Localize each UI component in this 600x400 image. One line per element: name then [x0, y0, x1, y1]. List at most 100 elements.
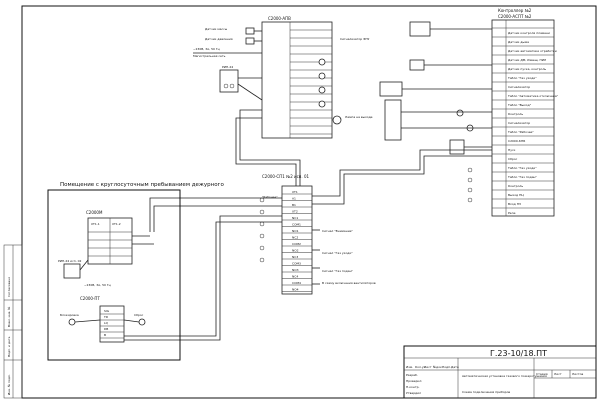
right-row-label: Табло "Газ уходи" [507, 166, 537, 170]
right-row-label: Сигнализатор [508, 85, 530, 89]
sheet-label: Лист [554, 372, 562, 376]
right-row-label: Табло "Выход" [507, 103, 532, 107]
interconnect-cables [111, 109, 492, 341]
project-name: Автоматическая установка газового пожаро… [462, 374, 547, 378]
central-pin: COM2 [292, 242, 301, 246]
xt-label-2: XT1.2 [112, 222, 121, 226]
tb-role: Разраб. [406, 373, 418, 377]
central-pin: COM3 [292, 262, 301, 266]
tb-role: Проверил [406, 379, 421, 383]
central-pin: NC1 [292, 216, 298, 220]
right-row-label: Табло "Газ уходи" [507, 76, 537, 80]
margin-label-1: Инв. № подл. [7, 374, 11, 395]
relay-icon [259, 221, 265, 227]
central-output-label: Сигнал "Внимание" [322, 229, 353, 233]
margin-label-3: Взам. инв. № [7, 307, 11, 327]
main-label-1: Датчик массы [205, 27, 228, 31]
blocking-label: Блокировка [60, 313, 79, 317]
tb-col: Подп. [442, 365, 451, 369]
main-panel-title: С2000-АПВ [268, 16, 291, 21]
pt-pin: DB [104, 327, 108, 331]
central-pin: NC4 [292, 275, 298, 279]
sheet-name: Схема подключения приборов [462, 390, 510, 394]
relay-icon [259, 245, 265, 251]
rip-label: РИП-24 [222, 65, 233, 69]
right-row-label: Датчик автоматики отработки [508, 49, 557, 53]
relay-icon [259, 233, 265, 239]
s2000m-title: С2000М [86, 210, 103, 215]
relay-icon [259, 257, 265, 263]
tb-col: №док. [433, 365, 443, 369]
central-pin: NO3 [292, 268, 299, 272]
pt-pin: LQ [104, 321, 109, 325]
right-row-label: Контроль [508, 112, 523, 116]
right-panel-title: Контроллер №2 [498, 8, 532, 13]
main-right-1: Сигнализатор ЭПУ [340, 37, 370, 41]
central-module: С2000-СП1 №2 исп. 01 XT1A1B1XT2NC1COM1NO… [259, 174, 376, 295]
relay-icon [259, 209, 265, 215]
doc-code: Г.23-10/18.ПТ [490, 349, 547, 358]
pt-pin: TD [103, 315, 109, 319]
pt-title: С2000-ПТ [80, 296, 100, 301]
tb-col: Изм. [406, 365, 413, 369]
left-margin-stamp: Инв. № подл. Подп. и дата Взам. инв. № С… [3, 244, 23, 399]
central-pin: NO2 [292, 249, 299, 253]
right-row-label: Табло "Газ подан" [507, 175, 537, 179]
central-pin: NO4 [292, 288, 299, 292]
margin-label-2: Подп. и дата [7, 336, 11, 357]
pt-pin: SIG [104, 309, 110, 313]
tb-role: Н.контр. [406, 385, 419, 389]
right-row-label: Вход НЗ [508, 202, 521, 206]
tb-col: Кол.уч [415, 365, 426, 369]
main-panel: С2000-АПВ Датчик массы Датчик давления С… [205, 16, 373, 139]
central-pin: COM1 [292, 223, 301, 227]
central-pin: XT2 [292, 210, 298, 214]
right-row-label: Выход НЦ [508, 193, 524, 197]
right-row-label: Сигнализатор [508, 121, 530, 125]
margin-label-4: Согласовано [7, 277, 11, 297]
room-label: Помещение с круглосуточным пребыванием д… [60, 182, 224, 188]
right-row-label: Реле [508, 211, 516, 215]
xt-label-1: XT1.1 [91, 222, 100, 226]
power-input: ~230В, 3А, 50 Гц Магистральная сеть РИП-… [193, 47, 263, 101]
right-row-label: Контроль [508, 184, 523, 188]
central-pin: XT1 [292, 190, 298, 194]
central-output-label: Сигнал "Газ подан" [322, 269, 354, 273]
main-right-2: Лампа на выходе [345, 115, 373, 119]
reset-label: Сброс [134, 313, 144, 317]
right-row-label: Датчик контроля пламени [508, 31, 550, 35]
power-sub: Магистральная сеть [193, 54, 226, 58]
central-pin: NC3 [292, 255, 298, 259]
right-row-label: Табло "Рабочее" [507, 130, 534, 134]
room-rip-label: РИП-24 исп. 02 [58, 259, 82, 263]
right-row-label: Датчик ДМ, Извещ. ПИЛ [508, 58, 546, 62]
central-title: С2000-СП1 №2 исп. 01 [262, 174, 310, 179]
room-power-note: ~230В, 3А, 50 Гц [84, 283, 111, 287]
right-row-label: Датчик дыма [508, 40, 529, 44]
right-row-label: Сброс [508, 157, 518, 161]
tb-col: Лист [424, 365, 432, 369]
tb-col: Дата [451, 365, 459, 369]
stage-label: Стадия [536, 372, 548, 376]
sheets-label: Листов [572, 372, 583, 376]
duty-room: Помещение с круглосуточным пребыванием д… [47, 182, 224, 361]
central-output-label: "Рабочее" [262, 195, 278, 199]
central-pin: NO1 [292, 229, 299, 233]
central-output-label: В схему включения вентиляторов [322, 281, 376, 285]
main-label-2: Датчик давления [205, 37, 233, 41]
right-row-label: С2000-КПБ [508, 139, 525, 143]
drawing-frame [21, 5, 597, 399]
right-panel-id: С2000-АСПТ №2 [498, 14, 532, 19]
central-output-label: Сигнал "Газ уходи" [322, 251, 353, 255]
power-text: ~230В, 3А, 50 Гц [193, 47, 220, 51]
right-panel: Контроллер №2 С2000-АСПТ №2 Датчик контр… [379, 8, 559, 217]
central-pin: A1 [292, 197, 296, 201]
central-pin: COM4 [292, 281, 301, 285]
tb-role: Утвердил [406, 391, 421, 395]
pt-pin: B [104, 333, 106, 337]
right-row-label: Пуск [508, 148, 516, 152]
central-pin: NC2 [292, 236, 298, 240]
right-row-label: Датчик пуска, контроль [508, 67, 546, 71]
